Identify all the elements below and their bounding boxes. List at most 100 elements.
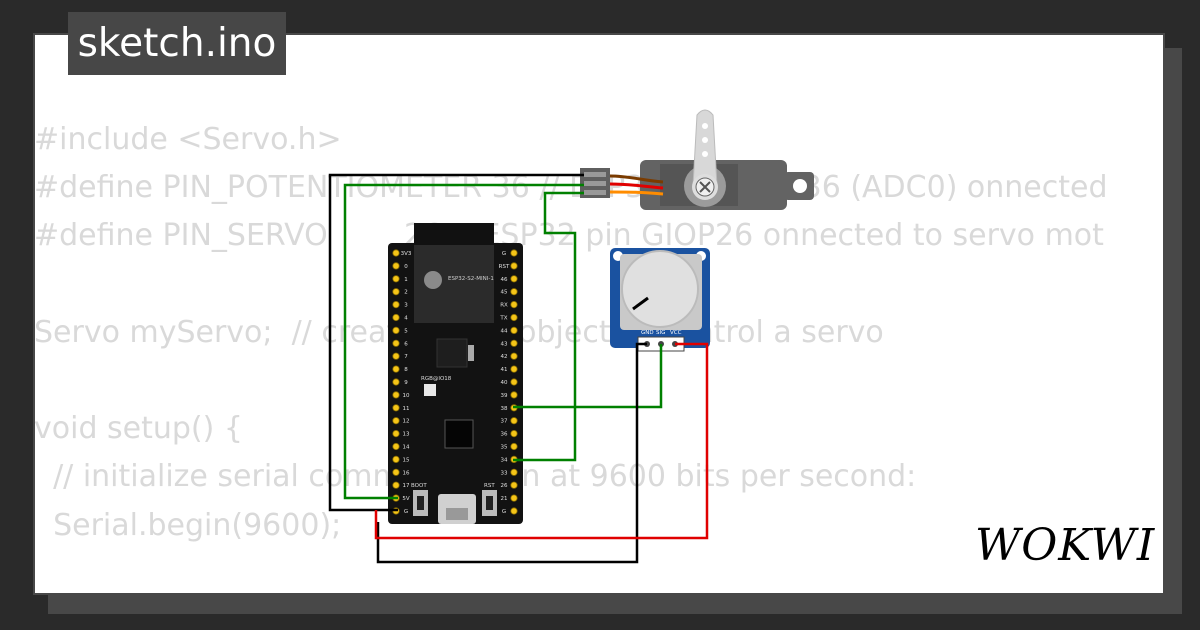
- pin-label: TX: [499, 316, 507, 322]
- board-pin[interactable]: [510, 352, 518, 360]
- board-pin[interactable]: [510, 494, 518, 502]
- pin-label: 34: [501, 457, 508, 463]
- servo-motor[interactable]: [580, 109, 814, 210]
- antenna: [414, 223, 494, 245]
- esp32-s2-board[interactable]: ESP32-S2-MINI-1 RGB@IO18 BOOT RST 3V3012…: [388, 223, 523, 524]
- espressif-logo-icon: [424, 271, 442, 289]
- pin-label: 36: [501, 432, 508, 438]
- pin-label: 40: [501, 380, 508, 386]
- pin-label: 8: [404, 367, 408, 373]
- board-pin[interactable]: [392, 468, 400, 476]
- board-pin[interactable]: [392, 326, 400, 334]
- board-pin[interactable]: [392, 417, 400, 425]
- pin-label: 7: [404, 354, 408, 360]
- board-pin[interactable]: [392, 442, 400, 451]
- pin-label: 9: [404, 380, 408, 386]
- pot-sig-label: SIG: [656, 330, 665, 336]
- board-pin[interactable]: [392, 262, 400, 270]
- board-pin[interactable]: [510, 262, 518, 270]
- wire-pot-signal: [513, 344, 663, 409]
- code-line: #include <Servo.h>: [34, 122, 342, 157]
- module-label: ESP32-S2-MINI-1: [448, 276, 494, 282]
- board-pin[interactable]: [392, 429, 400, 438]
- board-pin[interactable]: [510, 275, 518, 283]
- pin-label: 35: [501, 445, 508, 451]
- boot-label: BOOT: [411, 483, 427, 489]
- pin-label: 13: [403, 432, 410, 438]
- file-name-tab: sketch.ino: [68, 12, 286, 75]
- wire-servo-gnd: [328, 173, 584, 512]
- wire-pot-gnd: [376, 342, 647, 564]
- board-pin[interactable]: [510, 300, 518, 309]
- board-pin[interactable]: [392, 339, 400, 347]
- wire-pot-vcc: [374, 342, 709, 540]
- pin-label: 43: [501, 341, 508, 347]
- pin-label: 33: [501, 470, 508, 476]
- wires: [328, 173, 709, 564]
- board-pin[interactable]: [392, 365, 400, 373]
- board-pin[interactable]: [392, 481, 400, 489]
- pin-label: 3: [404, 303, 408, 309]
- pin-label: 42: [501, 354, 508, 360]
- pin-label: 41: [501, 367, 508, 373]
- board-pin[interactable]: [392, 378, 400, 386]
- rgb-led: [424, 384, 436, 396]
- board-pin[interactable]: [510, 326, 518, 334]
- potentiometer-module[interactable]: GND SIG VCC: [610, 248, 710, 352]
- board-pin[interactable]: [392, 404, 400, 412]
- board-pin[interactable]: [510, 481, 518, 489]
- pin-label: 1: [404, 277, 408, 283]
- pin-label: 37: [501, 419, 508, 425]
- pin-label: RX: [500, 303, 508, 309]
- knob[interactable]: [621, 250, 699, 328]
- board-pin[interactable]: [392, 313, 400, 322]
- board-pin[interactable]: [510, 288, 518, 296]
- board-pin[interactable]: [392, 352, 400, 360]
- pin-label: 44: [501, 328, 508, 334]
- pin-label: 16: [403, 470, 410, 476]
- pin-label: G: [502, 251, 506, 257]
- board-pin[interactable]: [392, 300, 400, 309]
- board-pin[interactable]: [510, 468, 518, 476]
- pin-label: 39: [501, 393, 508, 399]
- board-pin[interactable]: [510, 249, 518, 257]
- pin-label: 4: [404, 316, 408, 322]
- pin-label: 12: [403, 419, 410, 425]
- board-pin[interactable]: [392, 275, 400, 283]
- board-pin[interactable]: [510, 429, 518, 438]
- pin-label: 11: [403, 406, 410, 412]
- pin-label: G: [404, 509, 408, 515]
- pin-label: G: [502, 509, 506, 515]
- esp32-chip: [444, 419, 474, 449]
- board-pin[interactable]: [510, 417, 518, 425]
- pin-label: 46: [501, 277, 508, 283]
- code-line: void setup() {: [34, 411, 243, 447]
- board-pin[interactable]: [510, 339, 518, 347]
- pin-label: 3V3: [401, 251, 412, 257]
- pin-label: 2: [404, 290, 408, 296]
- pin-label: 0: [404, 264, 408, 270]
- code-preview: #include <Servo.h>#define PIN_POTENTIOME…: [34, 116, 1108, 550]
- pin-label: 15: [403, 457, 410, 463]
- board-pin[interactable]: [510, 313, 518, 322]
- board-pin[interactable]: [392, 249, 400, 257]
- pin-label: RST: [499, 264, 510, 270]
- board-pin[interactable]: [392, 455, 400, 463]
- board-pin[interactable]: [392, 288, 400, 296]
- pin-label: 5: [404, 328, 408, 334]
- board-pin[interactable]: [510, 442, 518, 451]
- pin-label: 6: [404, 341, 408, 347]
- pin-label: 10: [403, 393, 410, 399]
- board-pin[interactable]: [510, 378, 518, 386]
- board-pin[interactable]: [510, 391, 518, 399]
- wire-servo-power: [343, 183, 584, 500]
- board-pin[interactable]: [510, 365, 518, 373]
- pot-vcc-label: VCC: [670, 330, 682, 336]
- board-pin[interactable]: [392, 391, 400, 399]
- pot-gnd-label: GND: [641, 330, 654, 336]
- rst-label: RST: [484, 483, 495, 489]
- pin-label: 5V: [402, 496, 409, 502]
- pin-label: 38: [501, 406, 508, 412]
- board-pin[interactable]: [510, 507, 518, 515]
